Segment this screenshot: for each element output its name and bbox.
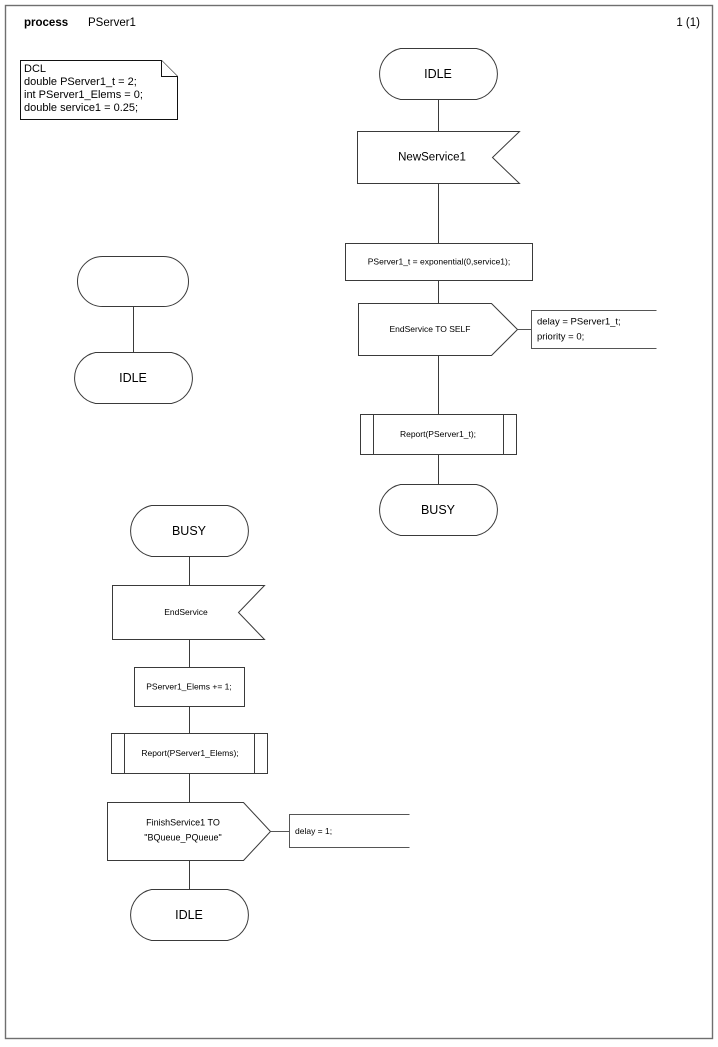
comment-output-finishservice: delay = 1; — [289, 814, 410, 848]
task-pserver1-elems: PServer1_Elems += 1; — [134, 667, 245, 707]
input-endservice: EndService — [112, 585, 266, 640]
state-label: BUSY — [172, 524, 207, 538]
state-label: IDLE — [175, 908, 203, 922]
page-border — [4, 4, 714, 1040]
output-finishservice1: FinishService1 TO "BQueue_PQueue" — [107, 802, 272, 861]
declaration-box: DCL double PServer1_t = 2; int PServer1_… — [20, 60, 178, 120]
state-idle-top: IDLE — [379, 48, 498, 100]
task-label: PServer1_t = exponential(0,service1); — [368, 256, 510, 266]
procedure-call-label: Report(PServer1_t); — [400, 429, 476, 439]
comment-output-endservice: delay = PServer1_t; priority = 0; — [531, 310, 657, 349]
state-label: IDLE — [119, 371, 147, 385]
comment-line-1: priority = 0; — [537, 332, 584, 343]
page-title: PServer1 — [88, 17, 136, 29]
declaration-line-2: int PServer1_Elems = 0; — [24, 89, 143, 101]
declaration-line-3: double service1 = 0.25; — [24, 102, 138, 114]
input-newservice1: NewService1 — [357, 131, 521, 184]
state-busy-start: BUSY — [130, 505, 249, 557]
declaration-line-1: double PServer1_t = 2; — [24, 76, 137, 88]
procedure-call-label: Report(PServer1_Elems); — [141, 748, 238, 758]
task-pserver1-t: PServer1_t = exponential(0,service1); — [345, 243, 533, 281]
output-signal-line-1: "BQueue_PQueue" — [144, 832, 221, 842]
state-idle-after-start: IDLE — [74, 352, 193, 404]
output-endservice-to-self: EndService TO SELF — [358, 303, 519, 356]
state-label: BUSY — [421, 503, 456, 517]
state-label: IDLE — [424, 67, 452, 81]
input-signal-label: EndService — [164, 607, 208, 617]
comment-line-0: delay = PServer1_t; — [537, 317, 621, 328]
procedure-call-report-t: Report(PServer1_t); — [360, 414, 517, 455]
declaration-line-0: DCL — [24, 63, 46, 75]
input-signal-label: NewService1 — [398, 152, 466, 164]
task-label: PServer1_Elems += 1; — [146, 681, 232, 691]
output-signal-label: EndService TO SELF — [390, 324, 471, 334]
output-signal-line-0: FinishService1 TO — [146, 817, 220, 827]
procedure-call-report-elems: Report(PServer1_Elems); — [111, 733, 268, 774]
comment-line-0: delay = 1; — [295, 826, 332, 836]
page-number: 1 (1) — [676, 17, 700, 29]
diagram-type-keyword: process — [24, 17, 68, 29]
state-idle-end: IDLE — [130, 889, 249, 941]
start-symbol — [77, 256, 189, 307]
state-busy-end: BUSY — [379, 484, 498, 536]
